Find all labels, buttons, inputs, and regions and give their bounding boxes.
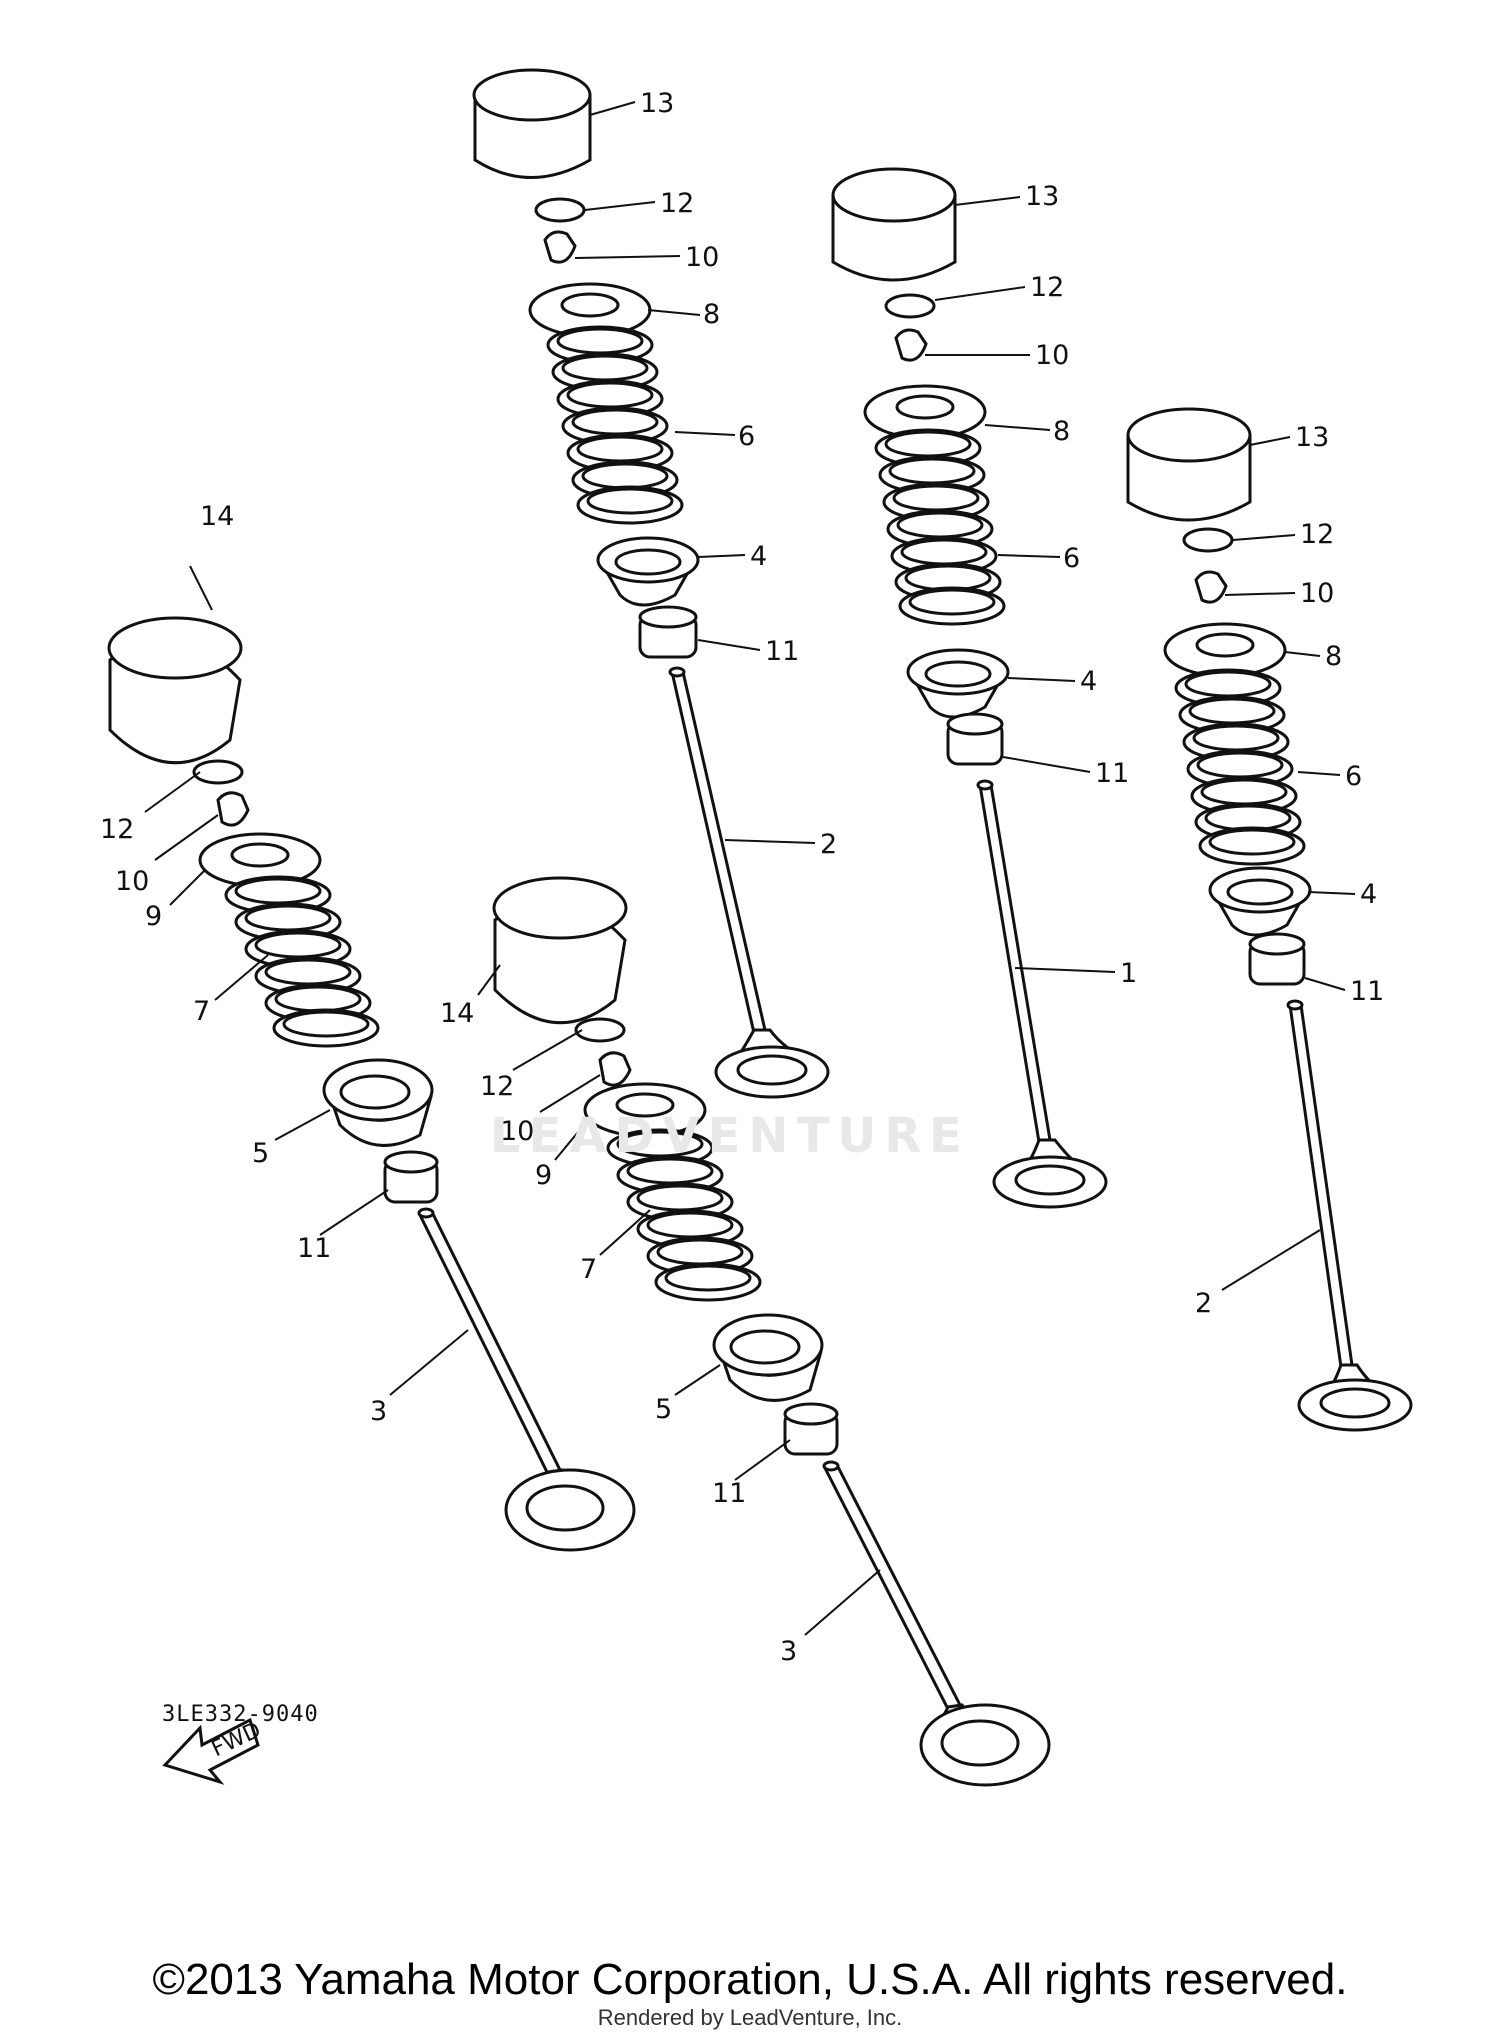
valve-2a [668,666,830,1099]
valve-lifter-14e [492,876,628,1025]
callout-a-13: 13 [640,88,674,119]
callout-d-9: 9 [145,901,162,932]
callout-c-8: 8 [1325,641,1342,672]
callout-a-6: 6 [738,421,755,452]
leader-lines [144,101,1356,1636]
watermark: LEADVENTURE [490,1108,970,1164]
valve-spring-6c [1174,668,1306,866]
valve-stem-seal-11c [1248,932,1306,986]
valve-stem-seal-11b [946,712,1004,766]
valve-stem-seal-11a [638,605,698,659]
callout-c-10: 10 [1300,578,1334,609]
callout-d-7: 7 [193,996,210,1027]
valve-pad-12d [192,759,244,785]
callout-e-12: 12 [480,1071,514,1102]
valve-assembly-e [492,876,1051,1787]
valve-spring-6a [546,325,684,525]
callout-c-11: 11 [1350,976,1384,1007]
callout-c-2: 2 [1195,1288,1212,1319]
callout-e-7: 7 [580,1254,597,1285]
callout-e-5: 5 [655,1394,672,1425]
callout-d-11: 11 [297,1233,331,1264]
callout-d-10: 10 [115,866,149,897]
callout-d-12: 12 [100,814,134,845]
spring-seat-5d [322,1058,434,1147]
valve-assembly-a [472,68,830,1099]
spring-seat-4b [906,648,1010,719]
spring-retainer-8c [1163,622,1287,678]
valve-cotter-10b [894,328,928,362]
spring-seat-4a [596,536,700,607]
valve-pad-12a [534,197,586,223]
callout-e-3: 3 [780,1636,797,1667]
valve-lifter-14d [107,616,243,765]
callout-b-10: 10 [1035,340,1069,371]
callout-c-6: 6 [1345,761,1362,792]
valve-cotter-10d [216,791,250,827]
callout-d-3: 3 [370,1396,387,1427]
callout-d-14: 14 [200,501,234,532]
callout-b-1: 1 [1120,958,1137,989]
fwd-arrow-icon: FWD [162,1718,265,1785]
callout-b-4: 4 [1080,666,1097,697]
valve-stem-seal-11e [783,1402,839,1456]
callout-b-13: 13 [1025,181,1059,212]
callout-a-4: 4 [750,541,767,572]
callout-a-11: 11 [765,636,799,667]
callout-a-8: 8 [703,299,720,330]
callout-e-11: 11 [712,1478,746,1509]
callout-a-2: 2 [820,829,837,860]
valve-cotter-10c [1194,570,1228,604]
valve-spring-6b [874,428,1006,626]
valve-stem-seal-11d [383,1150,439,1204]
valve-pad-12c [1182,527,1234,553]
callout-e-10: 10 [500,1116,534,1147]
callout-b-8: 8 [1053,416,1070,447]
copyright-notice: ©2013 Yamaha Motor Corporation, U.S.A. A… [152,1955,1348,2004]
valve-lifter-13a [472,68,592,179]
valve-2c [1286,999,1413,1432]
valve-assembly-b [831,167,1108,1209]
spring-retainer-8b [863,384,987,440]
callout-b-6: 6 [1063,543,1080,574]
valve-assembly-d [107,616,636,1552]
callout-a-10: 10 [685,242,719,273]
callout-b-12: 12 [1030,272,1064,303]
spring-seat-5e [712,1313,824,1402]
rendered-by-note: Rendered by LeadVenture, Inc. [597,2005,903,2030]
valve-cotter-10e [598,1051,632,1087]
valve-cotter-10a [543,230,577,264]
part-code: 3LE332-9040 [162,1702,319,1727]
valve-lifter-13b [831,167,957,282]
callout-e-14: 14 [440,998,474,1029]
callout-a-12: 12 [660,188,694,219]
callout-d-5: 5 [252,1138,269,1169]
callout-c-12: 12 [1300,519,1334,550]
valve-1b [976,779,1108,1209]
spring-seat-4c [1208,866,1312,937]
valve-pad-12b [884,293,936,319]
valve-3d [417,1207,636,1552]
callout-e-9: 9 [535,1160,552,1191]
callout-numbers: 13 12 10 8 6 4 11 2 13 12 10 8 6 4 11 1 … [100,88,1384,1667]
callout-b-11: 11 [1095,758,1129,789]
callout-c-4: 4 [1360,879,1377,910]
callout-c-13: 13 [1295,422,1329,453]
valve-pad-12e [574,1017,626,1043]
spring-retainer-9e [583,1082,707,1138]
valve-lifter-13c [1126,407,1252,522]
valve-3e [822,1460,1051,1787]
valve-assembly-c [1126,407,1413,1432]
valve-spring-7d [224,875,380,1048]
